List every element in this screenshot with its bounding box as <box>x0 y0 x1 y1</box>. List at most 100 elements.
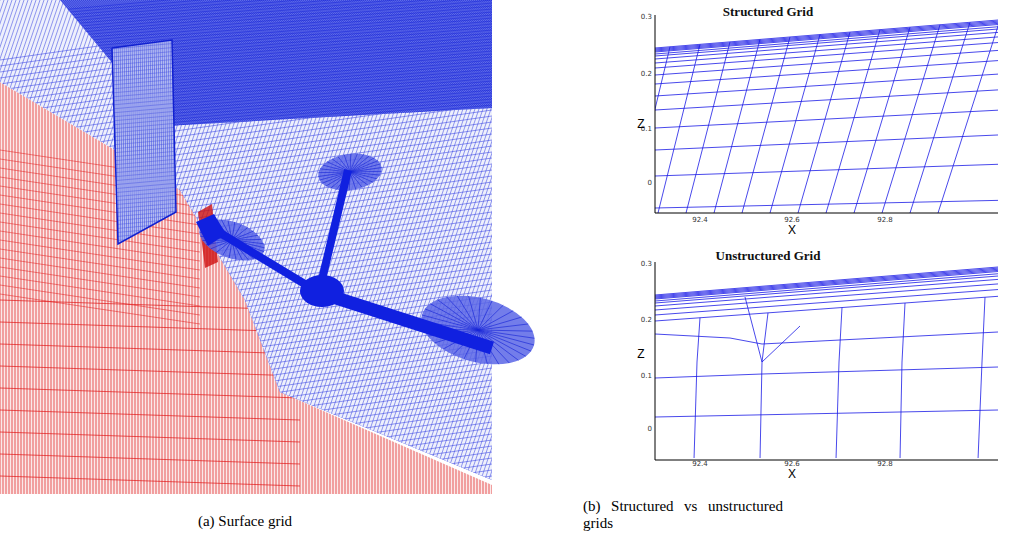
grid-line <box>518 0 688 500</box>
grid-line <box>0 0 90 140</box>
grid-line <box>452 0 572 140</box>
grid-line <box>0 0 92 500</box>
grid-line <box>0 452 492 522</box>
grid-line <box>0 0 68 140</box>
grid-line <box>100 150 190 158</box>
grid-line <box>9 80 10 494</box>
grid-line <box>552 0 672 140</box>
grid-line <box>0 222 200 252</box>
hull-surface <box>0 0 492 494</box>
grid-line <box>0 0 60 140</box>
grid-line <box>18 80 19 494</box>
tick-label: 92.8 <box>877 461 893 469</box>
grid-line <box>108 30 111 260</box>
grid-line <box>506 0 676 500</box>
grid-line <box>0 294 200 324</box>
grid-line <box>522 0 642 140</box>
grid-line <box>0 0 88 500</box>
grid-line <box>434 0 554 140</box>
grid-line <box>106 30 109 260</box>
grid-line <box>0 0 12 500</box>
grid-line <box>578 0 698 140</box>
grid-line <box>522 0 692 500</box>
grid-line <box>100 178 190 186</box>
grid-line <box>446 0 566 140</box>
grid-line <box>100 138 190 146</box>
grid-line <box>0 0 40 140</box>
grid-line <box>100 190 190 198</box>
grid-line <box>57 80 58 494</box>
axis-label: X <box>788 468 796 481</box>
grid-line <box>0 470 492 540</box>
grid-line <box>100 26 190 34</box>
grid-line <box>100 170 190 178</box>
grid-line <box>4 0 124 140</box>
grid-line <box>60 6 492 46</box>
grid-line <box>100 50 190 58</box>
grid-line <box>548 0 668 140</box>
grid-line <box>0 0 70 140</box>
grid-line <box>406 0 526 140</box>
grid-line <box>480 0 600 140</box>
grid-line <box>655 20 998 48</box>
grid-line <box>2 0 172 500</box>
grid-line <box>500 0 620 140</box>
grid-line <box>0 0 42 140</box>
grid-line <box>100 154 190 162</box>
grid-line <box>655 47 670 213</box>
grid-line <box>0 284 492 354</box>
tick-label: 0.2 <box>641 71 652 79</box>
grid-line <box>486 0 656 500</box>
grid-line <box>100 54 190 62</box>
grid-line <box>494 0 664 500</box>
grid-line <box>0 0 88 140</box>
grid-line <box>498 0 618 140</box>
grid-line <box>460 0 580 140</box>
grid-line <box>466 0 586 140</box>
grid-line <box>0 249 200 279</box>
grid-line <box>0 464 492 534</box>
grid-line <box>655 290 998 315</box>
grid-line <box>0 344 300 354</box>
grid-line <box>60 80 61 494</box>
grid-line <box>655 61 998 84</box>
grid-line <box>456 0 576 140</box>
grid-line <box>826 30 880 213</box>
grid-line <box>482 0 652 500</box>
grid-line <box>0 134 492 204</box>
grid-line <box>0 0 86 140</box>
grid-line <box>938 20 998 213</box>
grid-line <box>436 0 556 140</box>
grid-line <box>186 30 189 260</box>
grid-line <box>0 140 492 210</box>
grid-line <box>655 90 998 110</box>
grid-line <box>554 0 674 140</box>
grid-line <box>69 80 70 494</box>
grid-line <box>100 218 190 226</box>
grid-line <box>0 231 200 261</box>
grid-line <box>0 0 100 140</box>
grid-line <box>100 246 190 254</box>
grid-line <box>426 0 546 140</box>
grid-line <box>655 270 998 298</box>
plot-title: Unstructured Grid <box>716 249 821 263</box>
grid-line <box>0 368 492 438</box>
grid-line <box>0 0 114 140</box>
grid-line <box>6 0 176 500</box>
tick-label: 92.8 <box>877 217 893 225</box>
grid-line <box>745 297 800 362</box>
grid-line <box>438 0 558 140</box>
grid-line <box>490 0 610 140</box>
grid-line <box>534 0 654 140</box>
grid-line <box>0 446 492 516</box>
grid-line <box>482 0 602 140</box>
grid-line <box>93 80 94 494</box>
grid-line <box>520 0 640 140</box>
grid-line <box>100 22 190 30</box>
grid-line <box>21 80 22 494</box>
grid-line <box>0 0 82 140</box>
tick-label: 0.2 <box>641 317 652 325</box>
grid-line <box>0 428 492 498</box>
grid-line <box>655 135 998 150</box>
